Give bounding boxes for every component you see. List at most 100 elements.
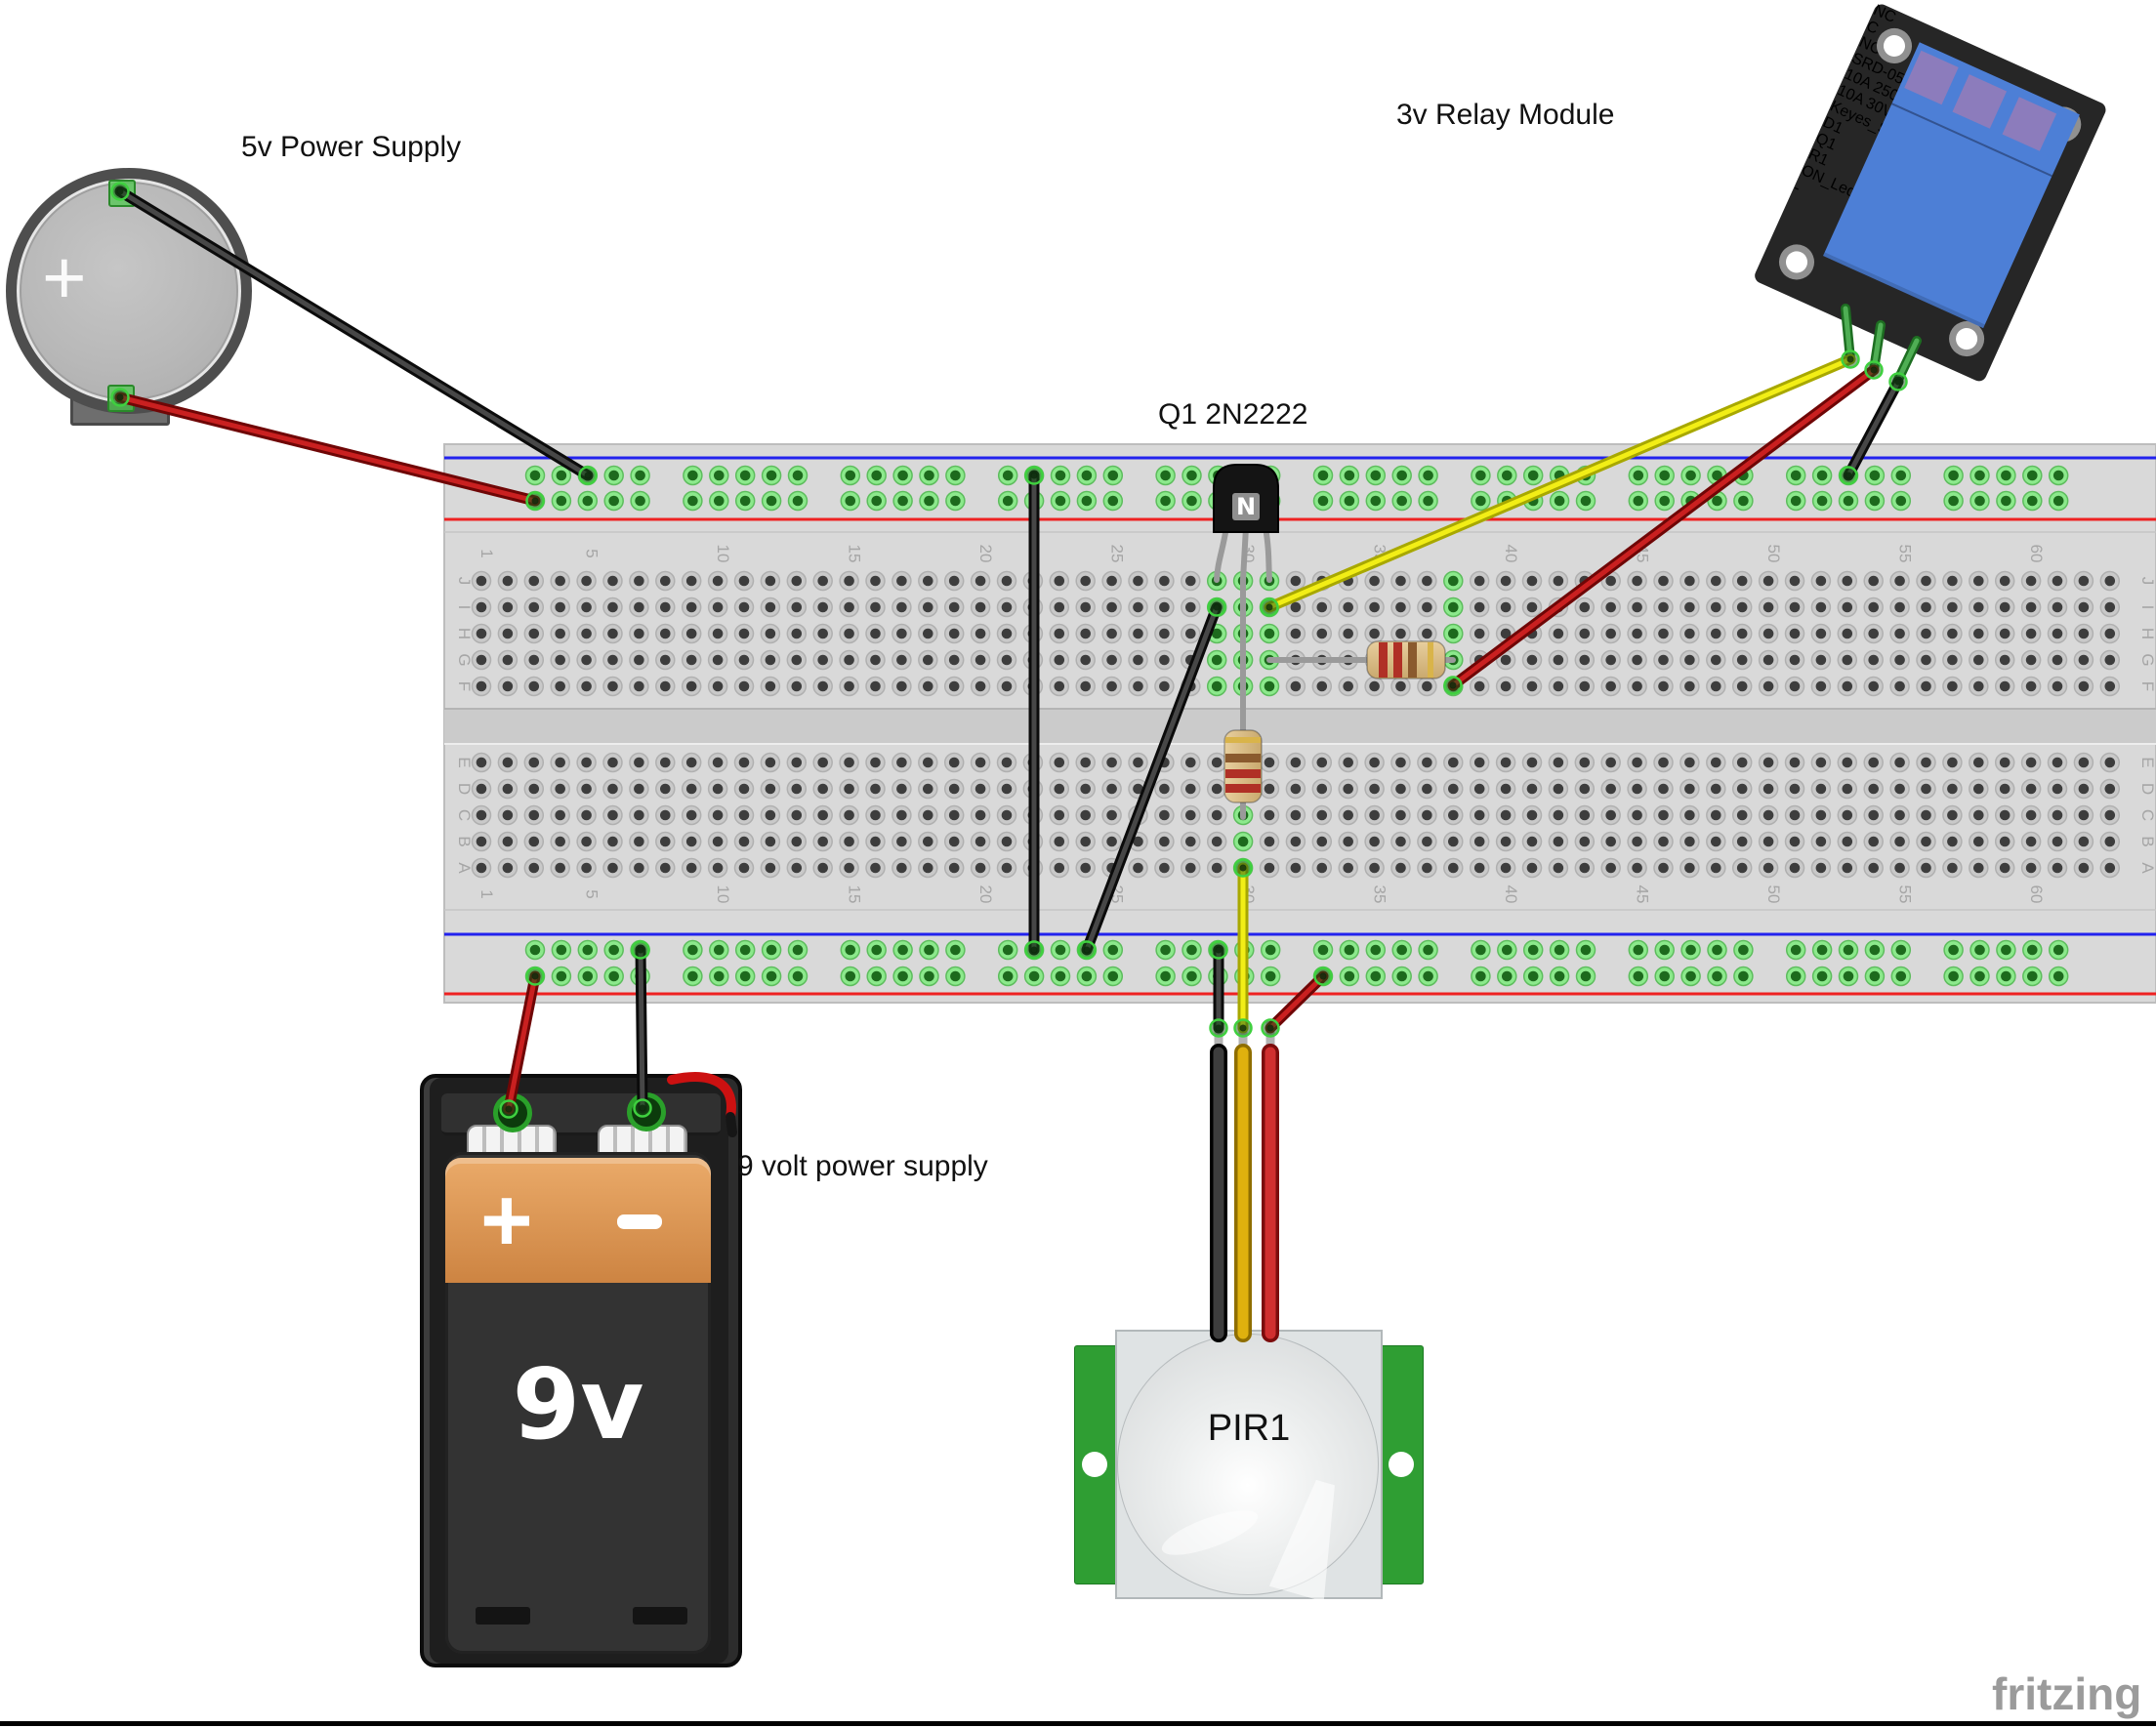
breadboard-hole-center [1290, 783, 1302, 795]
breadboard-hole-center [871, 470, 882, 481]
breadboard-hole-center [1422, 575, 1432, 587]
breadboard-hole-center [870, 862, 881, 874]
breadboard-hole-center [1579, 783, 1591, 795]
breadboard-hole-center [738, 601, 750, 613]
breadboard-hole-center [502, 628, 514, 639]
breadboard-hole-center [738, 575, 750, 587]
breadboard-hole-center [1711, 783, 1721, 795]
breadboard-hole-center [555, 783, 565, 795]
breadboard-hole-center [923, 809, 933, 821]
breadboard-hole-center [1738, 495, 1749, 507]
breadboard-hole-center [1658, 575, 1669, 587]
breadboard-hole-center [923, 575, 933, 587]
breadboard-hole-center [845, 944, 856, 956]
breadboard-hole-center [817, 601, 828, 613]
breadboard-hole-center [870, 836, 881, 847]
breadboard-hole-center [528, 628, 540, 639]
resistor-vertical[interactable] [1223, 729, 1263, 803]
breadboard-hole-center [896, 862, 907, 874]
breadboard-hole-center [1948, 970, 1959, 982]
breadboard-hole-center [1685, 944, 1696, 956]
breadboard-hole-center [1974, 944, 1985, 956]
breadboard-hole-center [1553, 862, 1564, 874]
breadboard-hole-center [1632, 836, 1642, 847]
breadboard-hole-center [1762, 680, 1774, 692]
breadboard-hole-center [791, 654, 803, 666]
breadboard-hole-center [1107, 470, 1119, 481]
breadboard-hole-center [1842, 654, 1853, 666]
breadboard-center-gap [444, 709, 2156, 744]
breadboard-hole-center [896, 601, 907, 613]
transistor-q1[interactable]: N [1213, 464, 1279, 583]
breadboard-hole-center [738, 757, 750, 768]
breadboard-hole-center [1685, 970, 1696, 982]
wire-junction-center [584, 472, 592, 479]
resistor-band-gold [1428, 642, 1433, 678]
breadboard-hole-center [1658, 601, 1669, 613]
breadboard-hole-center [897, 944, 908, 956]
breadboard-hole-center [1448, 757, 1459, 768]
breadboard-hole-center [1527, 970, 1539, 982]
breadboard-hole-center [1160, 495, 1171, 507]
breadboard-hole-center [1473, 809, 1485, 821]
breadboard-hole-center [1633, 944, 1644, 956]
breadboard-hole-center [974, 757, 986, 768]
breadboard-hole-center [1868, 601, 1879, 613]
breadboard-hole-center [766, 970, 777, 982]
breadboard-hole-center [871, 970, 882, 982]
breadboard-hole-center [634, 575, 644, 587]
breadboard-hole-center [1658, 809, 1669, 821]
breadboard-hole-center [1736, 601, 1748, 613]
breadboard-hole-center [1736, 654, 1748, 666]
breadboard-hole-center [528, 680, 540, 692]
breadboard-hole-center [1894, 809, 1905, 821]
breadboard-hole-center [1605, 862, 1616, 874]
breadboard-hole-center [1869, 970, 1881, 982]
breadboard-hole-center [1605, 601, 1616, 613]
holder-red-lead[interactable] [667, 1072, 736, 1122]
breadboard-hole-center [1711, 680, 1721, 692]
breadboard-hole-center [844, 836, 854, 847]
breadboard-hole-center [844, 862, 854, 874]
breadboard-hole-center [1658, 680, 1669, 692]
breadboard-hole-center [1789, 836, 1801, 847]
breadboard-hole-center [1658, 757, 1669, 768]
breadboard-hole-center [1475, 495, 1486, 507]
breadboard-hole-center [1659, 970, 1670, 982]
breadboard-hole-center [1842, 680, 1853, 692]
breadboard-hole-center [1080, 628, 1091, 639]
breadboard-hole-center [871, 944, 882, 956]
breadboard-hole-center [948, 783, 960, 795]
breadboard-hole-center [1815, 862, 1827, 874]
breadboard-hole-center [1580, 495, 1592, 507]
breadboard-hole-center [1055, 970, 1066, 982]
breadboard-hole-center [923, 628, 933, 639]
resistor-horizontal[interactable] [1366, 640, 1446, 679]
breadboard-hole-center [476, 783, 487, 795]
wire-junction-center [639, 1104, 646, 1112]
breadboard-hole-center [1448, 862, 1459, 874]
breadboard-hole-center [1553, 654, 1564, 666]
breadboard-hole-center [1316, 757, 1328, 768]
breadboard-hole-center [712, 601, 724, 613]
breadboard-hole-center [1290, 809, 1302, 821]
breadboard-hole-center [817, 809, 828, 821]
breadboard-hole-center [1343, 757, 1353, 768]
breadboard-hole-center [1711, 601, 1721, 613]
breadboard-hole-center [555, 628, 565, 639]
breadboard-hole-center [1159, 575, 1170, 587]
breadboard-hole-center [791, 628, 803, 639]
main-grid[interactable] [471, 570, 2121, 879]
breadboard-hole-center [792, 944, 804, 956]
breadboard-hole-center [634, 654, 644, 666]
breadboard-hole-center [1211, 862, 1223, 874]
breadboard-hole-center [555, 809, 565, 821]
breadboard-hole-center [1684, 809, 1695, 821]
breadboard-hole-center [581, 862, 592, 874]
breadboard-hole-center [738, 680, 750, 692]
breadboard-hole-center [1448, 575, 1459, 587]
breadboard-hole-center [528, 809, 540, 821]
breadboard-hole-center [581, 783, 592, 795]
breadboard-hole-center [738, 628, 750, 639]
